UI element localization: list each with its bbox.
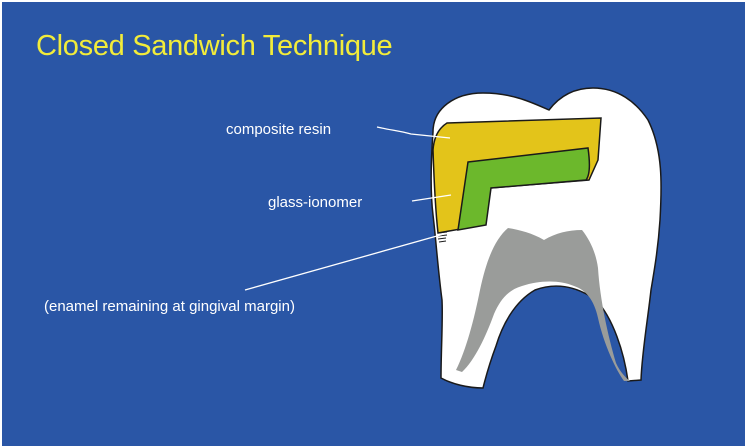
label-glass-ionomer: glass-ionomer xyxy=(268,194,362,211)
leader-enamel xyxy=(245,234,444,290)
label-enamel-remaining: (enamel remaining at gingival margin) xyxy=(44,298,295,315)
label-composite-resin: composite resin xyxy=(226,121,331,138)
